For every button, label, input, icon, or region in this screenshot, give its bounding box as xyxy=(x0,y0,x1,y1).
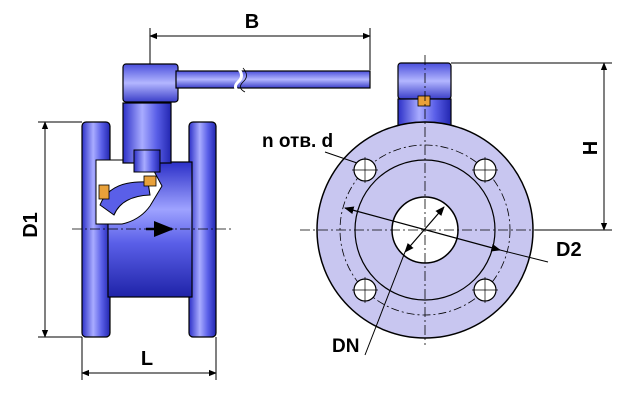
stem-key xyxy=(417,95,431,107)
right-flange xyxy=(188,121,217,338)
handle-hub xyxy=(122,63,179,103)
front-handle-hub xyxy=(397,62,452,100)
stem-neck xyxy=(133,149,161,173)
label-h: H xyxy=(580,141,602,155)
handle-break xyxy=(233,67,243,94)
d2-dim-line xyxy=(344,206,501,252)
ball-section xyxy=(99,181,151,216)
front-view xyxy=(300,55,555,356)
seat-ring-2 xyxy=(143,175,157,187)
label-dn: DN xyxy=(332,336,359,357)
dimensions xyxy=(38,28,612,380)
seat-ring xyxy=(98,184,110,200)
label-holes: n отв. d xyxy=(262,131,333,152)
label-d1: D1 xyxy=(20,212,42,238)
label-b: B xyxy=(245,11,259,33)
label-d2: D2 xyxy=(556,239,582,261)
dn-leader xyxy=(364,251,406,356)
side-view xyxy=(72,63,371,338)
left-flange xyxy=(81,121,111,338)
handle-bar xyxy=(175,70,371,89)
holes-leader xyxy=(324,151,358,164)
label-l: L xyxy=(141,348,153,370)
